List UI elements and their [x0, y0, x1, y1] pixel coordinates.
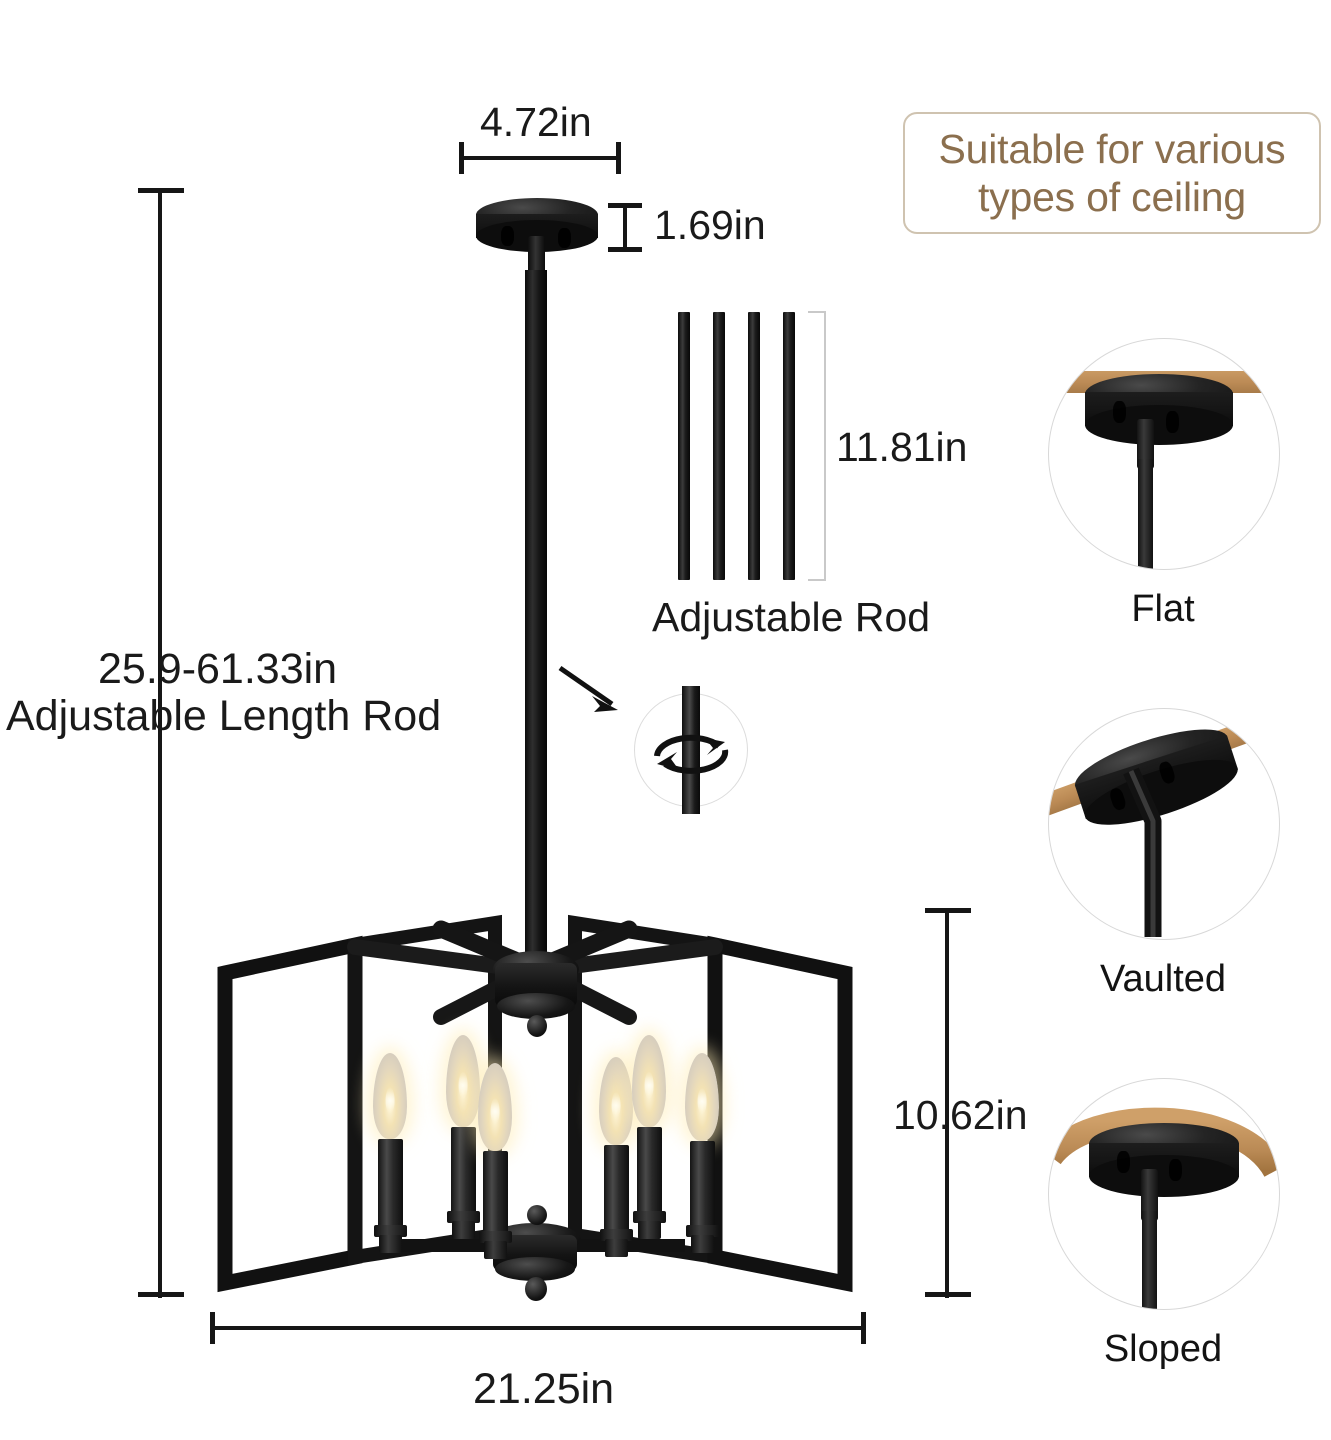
candle-sleeve: [604, 1145, 629, 1233]
flat-caption: Flat: [1131, 588, 1195, 630]
adjustable-rod-4: [783, 312, 795, 580]
flat-lower-rod: [1138, 459, 1153, 569]
fixture-width-value: 21.25in: [473, 1365, 615, 1413]
fixture-height-value: 10.62in: [893, 1092, 1028, 1138]
bulb-flame: [599, 1057, 633, 1145]
fixture-height-cap-bottom: [925, 1292, 971, 1297]
total-length-value: 25.9-61.33in: [98, 645, 338, 693]
sloped-drop-rod: [1141, 1169, 1158, 1221]
vaulted-caption: Vaulted: [1099, 958, 1227, 1000]
top-hub-finial: [527, 1015, 547, 1037]
candle-sleeve: [690, 1141, 715, 1229]
bulb-flame: [632, 1035, 666, 1127]
candle-base: [600, 1229, 633, 1241]
fixture-height-line: [945, 908, 949, 1298]
ceiling-type-sloped: Sloped: [1048, 1078, 1280, 1388]
adjustable-rod-1: [678, 312, 690, 580]
callout-text: Suitable for various types of ceiling: [939, 125, 1286, 222]
bulb-flame: [478, 1063, 512, 1151]
canopy-height-line: [623, 203, 627, 251]
vaulted-angled-rod: [1123, 767, 1162, 937]
candle-base: [686, 1225, 719, 1237]
sloped-caption: Sloped: [1103, 1328, 1223, 1370]
chandelier-fixture: [205, 905, 865, 1305]
callout-box: Suitable for various types of ceiling: [903, 112, 1321, 234]
candle-sleeve: [637, 1127, 662, 1215]
ceiling-type-vaulted: Vaulted: [1048, 708, 1280, 1008]
candle-sleeve: [378, 1139, 403, 1229]
sloped-lower-rod: [1142, 1211, 1157, 1309]
bulb-flame: [373, 1053, 407, 1139]
canopy-width-cap-right: [616, 142, 621, 174]
upper-center-ball: [527, 1205, 547, 1225]
ceiling-canopy: [476, 198, 598, 256]
candle-socket: [691, 1235, 714, 1253]
canopy-screw-hole-left: [501, 226, 514, 246]
main-suspension-rod: [525, 270, 547, 960]
flat-drop-rod: [1137, 419, 1154, 469]
flat-screw-hole-left: [1113, 401, 1126, 423]
rotation-arrows-icon: [654, 734, 729, 774]
canopy-height-value: 1.69in: [654, 202, 766, 248]
total-length-label: Adjustable Length Rod: [6, 692, 442, 740]
candle-socket: [452, 1221, 475, 1239]
top-arms: [347, 920, 723, 1025]
sloped-screw-hole-right: [1169, 1159, 1182, 1181]
candle-sleeve: [451, 1127, 476, 1215]
sloped-ceiling-arc: [1049, 1107, 1279, 1178]
canopy-width-line: [459, 156, 621, 160]
flat-vignette: [1048, 338, 1280, 570]
adjustable-rod-bracket: [808, 311, 826, 581]
sloped-screw-hole-left: [1117, 1151, 1130, 1173]
adjustable-rod-group: [675, 312, 805, 580]
ceiling-type-flat: Flat: [1048, 338, 1280, 638]
vaulted-vignette: [1048, 708, 1280, 940]
candle-base: [633, 1211, 666, 1223]
rotation-pointer-arrow: [558, 665, 618, 712]
candle-socket: [379, 1235, 402, 1253]
fixture-width-cap-right: [861, 1312, 866, 1344]
fixture-width-cap-left: [210, 1312, 215, 1344]
fixture-width-line: [210, 1326, 866, 1330]
flat-screw-hole-right: [1166, 411, 1179, 433]
total-length-cap-bottom: [138, 1292, 184, 1297]
candle-socket: [484, 1241, 507, 1259]
total-length-line: [158, 188, 162, 1298]
canopy-width-cap-left: [459, 142, 464, 174]
bulb-flame: [446, 1035, 480, 1127]
flat-canopy-bottom: [1085, 405, 1233, 445]
canopy-height-cap-bottom: [608, 247, 642, 252]
top-hub-bottom: [497, 993, 575, 1019]
canopy-screw-hole-right: [558, 228, 571, 248]
sloped-canopy-bottom: [1089, 1155, 1239, 1197]
candle-base: [374, 1225, 407, 1237]
adjustable-rod-2: [713, 312, 725, 580]
adjustable-rod-length-value: 11.81in: [836, 424, 968, 470]
candle-sleeve: [483, 1151, 508, 1235]
candle-socket: [638, 1221, 661, 1239]
callout-line-1: Suitable for various: [938, 125, 1286, 172]
bottom-hub-finial: [525, 1277, 547, 1301]
adjustable-rod-label: Adjustable Rod: [652, 594, 931, 640]
candle-base: [479, 1231, 512, 1243]
rotation-rod: [682, 686, 700, 814]
callout-line-2: types of ceiling: [977, 174, 1246, 220]
rotation-indicator: [634, 686, 748, 814]
canopy-width-value: 4.72in: [480, 99, 592, 145]
candle-socket: [605, 1239, 628, 1257]
adjustable-rod-3: [748, 312, 760, 580]
sloped-vignette: [1048, 1078, 1280, 1310]
bulb-flame: [685, 1053, 719, 1141]
candle-base: [447, 1211, 480, 1223]
canopy-stem-bracket: [528, 236, 545, 274]
